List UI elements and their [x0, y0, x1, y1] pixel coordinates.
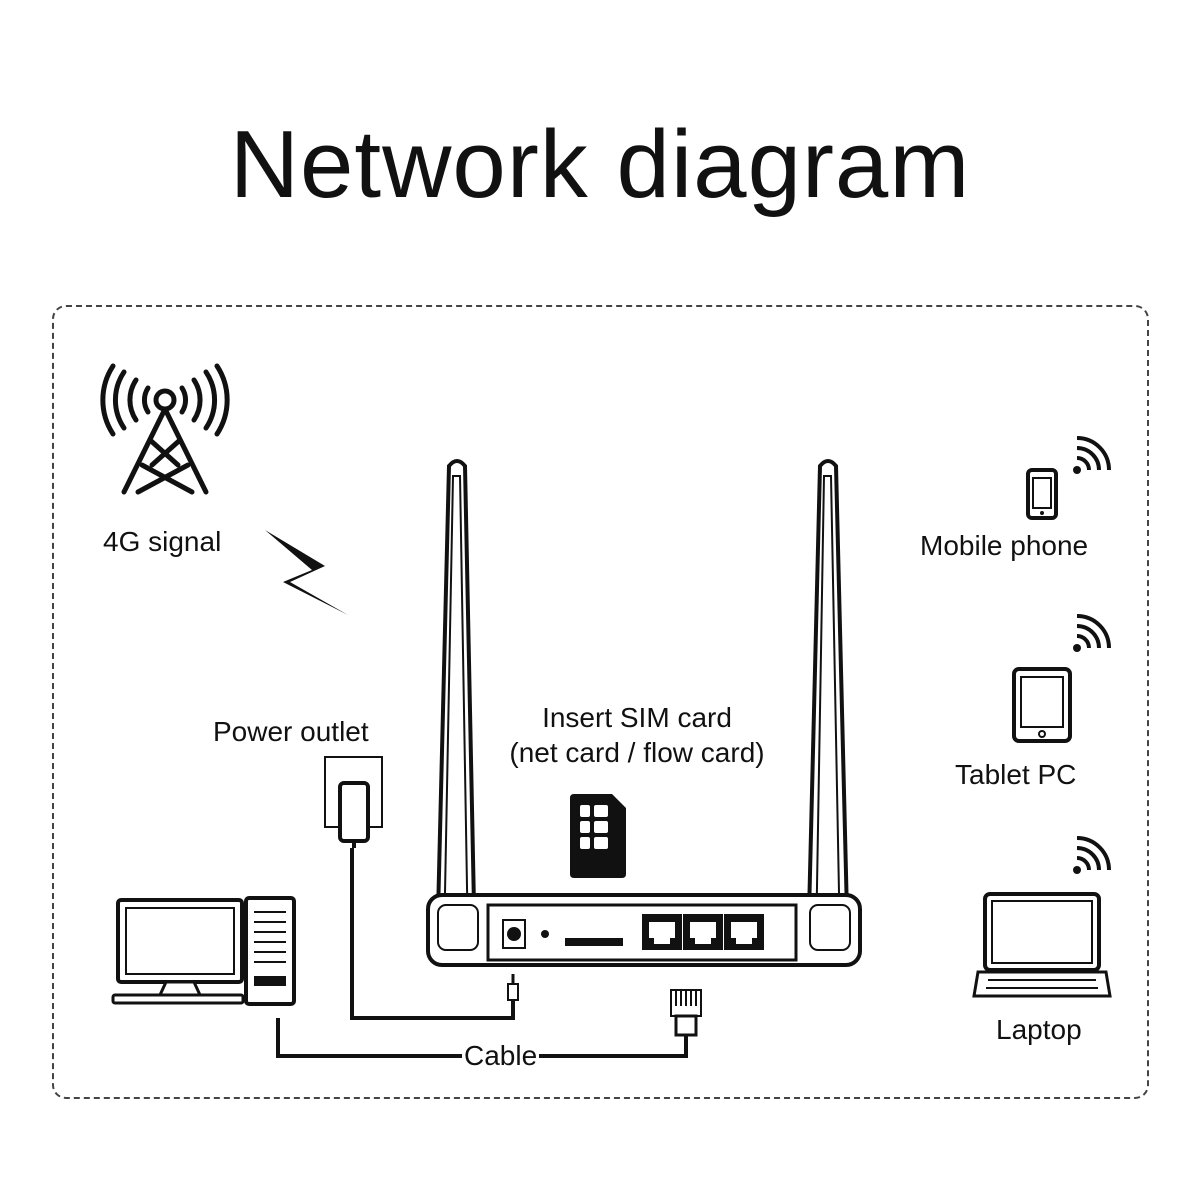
sim-card-icon — [570, 794, 626, 878]
power-cable — [350, 848, 515, 1020]
power-outlet-icon — [324, 756, 383, 848]
wifi-signal-icon — [1073, 614, 1111, 652]
tablet-icon — [1012, 667, 1072, 743]
cell-tower-icon — [100, 363, 230, 495]
ethernet-plug — [670, 989, 702, 1037]
power-outlet-label: Power outlet — [213, 716, 369, 747]
lightning-icon — [265, 530, 348, 615]
signal-label: 4G signal — [103, 526, 222, 557]
mobile-phone-label: Mobile phone — [920, 530, 1089, 561]
sim-label-line1: Insert SIM card — [542, 702, 732, 733]
antenna-right — [805, 459, 851, 957]
tablet-label: Tablet PC — [955, 759, 1077, 790]
cable-label: Cable — [462, 1040, 540, 1072]
page-title: Network diagram — [229, 111, 971, 218]
wifi-signal-icon — [1073, 836, 1111, 874]
mobile-phone-icon — [1026, 468, 1058, 520]
wifi-signal-icon — [1073, 436, 1111, 474]
diagram-frame — [52, 305, 1149, 1099]
desktop-computer-icon — [111, 896, 296, 1006]
laptop-icon — [972, 892, 1112, 998]
router — [426, 893, 862, 967]
power-plug — [507, 974, 519, 1001]
sim-label-line2: (net card / flow card) — [509, 737, 765, 768]
laptop-label: Laptop — [996, 1014, 1082, 1045]
